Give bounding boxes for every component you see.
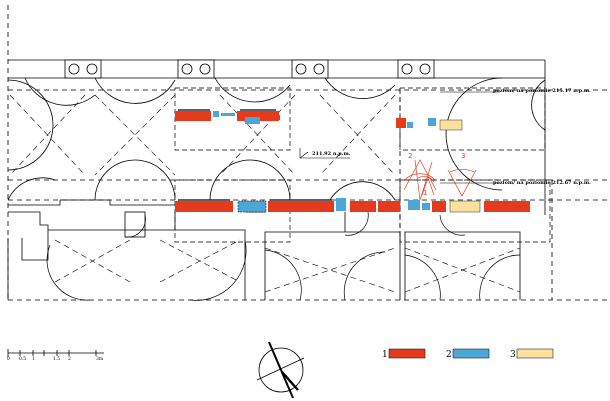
north-arrow-icon [256,341,305,399]
view-number-3: 3 [461,152,465,160]
view-number-2: 2 [408,152,412,160]
scale-tick-1-5: 1.5 [53,356,60,362]
view-annotations [403,159,477,201]
vault-arcs [7,77,546,201]
scale-tick-3m: 3m [96,356,104,362]
window-upper-right [396,118,463,131]
level-lower-label: poziom/ na poziomie 212.67 n.p.m. [493,180,591,186]
scale-tick-1: 1 [32,356,35,362]
window-outlines [178,109,332,201]
lower-arcs [46,211,521,301]
scale-bar [7,349,104,357]
dashed-rooms [174,87,551,243]
legend-swatch-1 [388,348,426,359]
elevation-marker [299,148,350,159]
columns [64,59,435,79]
window-upper-left [175,111,280,124]
level-upper-label: poziom/ na poziomie 215.17 n.p.m. [493,88,591,94]
legend-swatch-3 [516,348,554,359]
legend-num-2: 2 [446,350,452,360]
legend-num-3: 3 [510,350,516,360]
window-lower [175,198,530,213]
view-number-1: 1 [423,189,427,197]
scale-tick-0-5: 0.5 [19,356,26,362]
level-center-label: 211.92 n.p.m. [312,151,351,157]
legend-num-1: 1 [382,350,388,360]
legend-swatch-2 [452,348,490,359]
scale-tick-0: 0 [7,356,10,362]
legend: 1 2 3 [382,348,554,360]
vault-diagonals [9,94,521,293]
scale-tick-2: 2 [68,356,71,362]
